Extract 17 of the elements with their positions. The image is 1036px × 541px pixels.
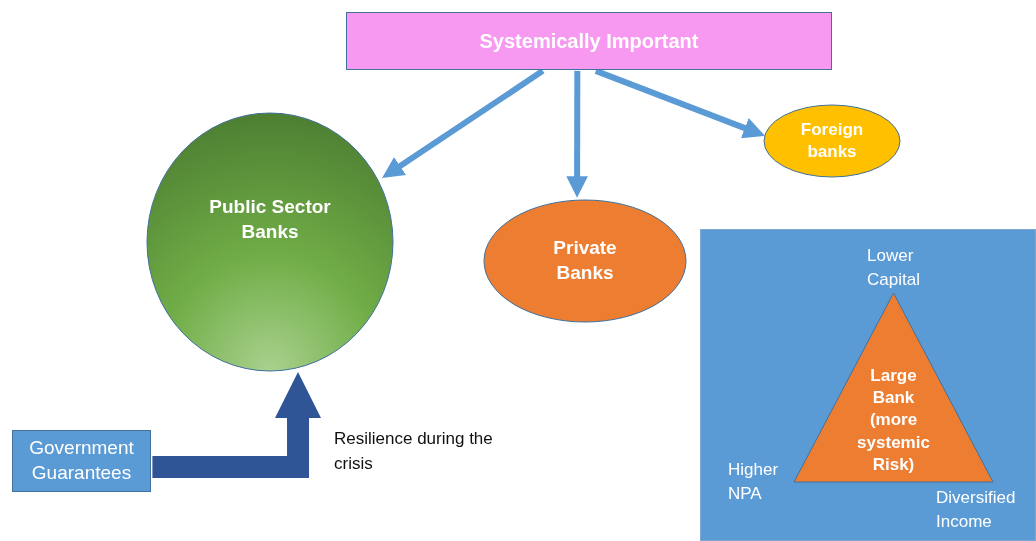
edge-label: Resilience during the crisis xyxy=(334,428,494,475)
title-box xyxy=(346,12,832,70)
bent-block-arrow xyxy=(152,372,321,478)
arrow xyxy=(382,68,545,179)
node-label: Public Sector Banks xyxy=(208,195,332,244)
node-label: Systemically Important xyxy=(479,29,699,54)
arrow xyxy=(566,70,588,198)
process-box xyxy=(12,430,151,492)
side-label: Diversified Income xyxy=(936,487,1017,533)
background-panel xyxy=(700,229,1036,541)
side-label: Lower Capital xyxy=(867,245,921,291)
arrow xyxy=(594,68,765,139)
node-label: Foreign banks xyxy=(799,118,865,163)
side-label: Higher NPA xyxy=(728,459,780,505)
node-label: Government Guarantees xyxy=(28,436,135,485)
node-label: Large Bank (more systemic Risk) xyxy=(856,365,931,476)
node-label: Private Banks xyxy=(552,236,618,285)
